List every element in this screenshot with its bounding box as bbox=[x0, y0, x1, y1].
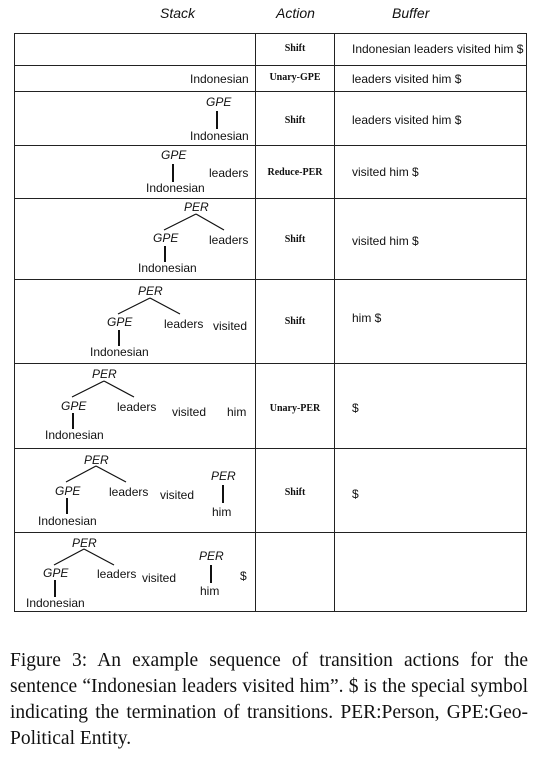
tree-stem bbox=[216, 111, 218, 129]
row-divider bbox=[14, 279, 527, 280]
stack-word: Indonesian bbox=[190, 129, 249, 143]
stack-word: Indonesian bbox=[138, 261, 197, 275]
per-label: PER bbox=[84, 453, 109, 467]
stack-word: leaders bbox=[97, 567, 137, 581]
per-label: PER bbox=[199, 549, 224, 563]
action-cell: Unary-GPE bbox=[269, 72, 321, 83]
header-buffer: Buffer bbox=[392, 5, 430, 21]
action-cell: Shift bbox=[284, 43, 306, 54]
buffer-cell: leaders visited him $ bbox=[352, 72, 462, 86]
gpe-label: GPE bbox=[43, 566, 69, 580]
action-cell: Shift bbox=[284, 115, 306, 126]
buffer-cell: visited him $ bbox=[352, 234, 419, 248]
stack-word: Indonesian bbox=[190, 72, 249, 86]
row-divider bbox=[14, 33, 527, 34]
buffer-cell: $ bbox=[352, 487, 359, 501]
stack-word: leaders bbox=[164, 317, 204, 331]
buffer-cell: visited him $ bbox=[352, 165, 419, 179]
row-divider bbox=[14, 611, 527, 612]
row-divider bbox=[14, 448, 527, 449]
gpe-label: GPE bbox=[161, 148, 187, 162]
tree-stem bbox=[72, 413, 74, 429]
row-divider bbox=[14, 198, 527, 199]
header-action: Action bbox=[276, 5, 315, 21]
action-cell: Shift bbox=[284, 316, 306, 327]
buffer-cell: him $ bbox=[352, 311, 382, 325]
gpe-label: GPE bbox=[107, 315, 133, 329]
gpe-label: GPE bbox=[206, 95, 232, 109]
stack-word: him bbox=[200, 584, 220, 598]
per-label: PER bbox=[211, 469, 236, 483]
action-cell: Unary-PER bbox=[269, 403, 321, 414]
action-cell: Reduce-PER bbox=[267, 167, 323, 178]
stack-word: visited bbox=[172, 405, 207, 419]
stack-word: visited bbox=[213, 319, 248, 333]
stack-word: Indonesian bbox=[146, 181, 205, 195]
gpe-label: GPE bbox=[55, 484, 81, 498]
buffer-cell: leaders visited him $ bbox=[352, 113, 462, 127]
row-divider bbox=[14, 65, 527, 66]
stack-word: Indonesian bbox=[26, 596, 85, 610]
per-label: PER bbox=[92, 367, 117, 381]
header-stack: Stack bbox=[160, 5, 196, 21]
stack-word: him bbox=[212, 505, 232, 519]
stack-word: $ bbox=[240, 569, 247, 583]
figure-caption: Figure 3: An example sequence of transit… bbox=[10, 650, 528, 749]
buffer-cell: $ bbox=[352, 401, 359, 415]
row-divider bbox=[14, 145, 527, 146]
tree-stem bbox=[172, 164, 174, 182]
stack-word: leaders bbox=[209, 233, 249, 247]
row-divider bbox=[14, 91, 527, 92]
column-divider bbox=[334, 33, 335, 612]
action-cell: Shift bbox=[284, 487, 306, 498]
stack-word: visited bbox=[142, 571, 177, 585]
gpe-label: GPE bbox=[153, 231, 179, 245]
stack-word: Indonesian bbox=[45, 428, 104, 442]
stack-word: visited bbox=[160, 488, 195, 502]
stack-word: Indonesian bbox=[38, 514, 97, 528]
tree-stem bbox=[210, 565, 212, 583]
tree-stem bbox=[164, 246, 166, 262]
column-divider bbox=[14, 33, 15, 612]
tree-stem bbox=[222, 485, 224, 503]
stack-word: leaders bbox=[109, 485, 149, 499]
buffer-cell: Indonesian leaders visited him $ bbox=[352, 42, 524, 56]
gpe-label: GPE bbox=[61, 399, 87, 413]
row-divider bbox=[14, 363, 527, 364]
tree-stem bbox=[66, 498, 68, 514]
row-divider bbox=[14, 532, 527, 533]
tree-stem bbox=[54, 580, 56, 597]
stack-word: leaders bbox=[209, 166, 249, 180]
per-label: PER bbox=[138, 284, 163, 298]
stack-word: him bbox=[227, 405, 247, 419]
action-cell: Shift bbox=[284, 234, 306, 245]
column-divider bbox=[255, 33, 256, 612]
per-label: PER bbox=[72, 536, 97, 550]
column-divider bbox=[526, 33, 527, 612]
stack-word: Indonesian bbox=[90, 345, 149, 359]
stack-word: leaders bbox=[117, 400, 157, 414]
per-label: PER bbox=[184, 200, 209, 214]
tree-stem bbox=[118, 330, 120, 346]
